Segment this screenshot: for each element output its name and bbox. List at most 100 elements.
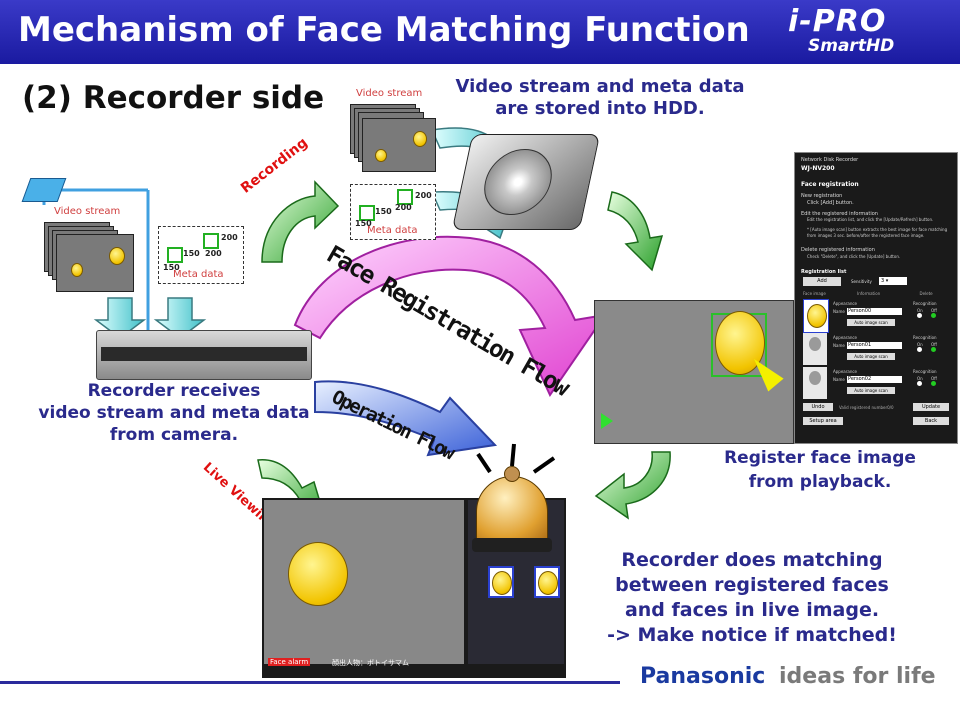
- update-button[interactable]: Update: [913, 403, 949, 411]
- entry-appearance: Appearance: [833, 301, 858, 306]
- recorder-caption-line: video stream and meta data: [38, 403, 310, 423]
- panel-delete-title: Delete registered information: [801, 247, 875, 253]
- smiley-face-icon: [71, 263, 83, 277]
- meta-value: 150: [375, 207, 392, 216]
- face-registration-arrow: [293, 235, 608, 398]
- smiley-face-icon: [375, 149, 387, 162]
- matching-caption: Recorder does matching between registere…: [574, 548, 930, 648]
- sensitivity-select[interactable]: 3 ▾: [879, 277, 907, 285]
- entry-appearance: Appearance: [833, 369, 858, 374]
- column-header: Face image: [803, 291, 826, 296]
- meta-value: 150: [183, 249, 200, 258]
- back-button[interactable]: Back: [913, 417, 949, 425]
- entry-off: Off: [931, 308, 937, 313]
- registration-entry: Appearance Name Person00 Auto image scan…: [803, 299, 953, 333]
- panel-edit-text: Edit the registration list, and click th…: [807, 217, 934, 222]
- person-silhouette-icon: [809, 337, 821, 351]
- footer-rule: [0, 681, 620, 684]
- meta-data-box-left: 200 200 150 150 Meta data: [158, 226, 244, 284]
- undo-button[interactable]: Undo: [803, 403, 833, 411]
- brand-ipro: i-PRO: [788, 4, 887, 39]
- register-caption-line: Register face image: [724, 448, 916, 468]
- entry-name-field[interactable]: Person02: [847, 376, 902, 383]
- add-button[interactable]: Add: [803, 277, 841, 286]
- meta-data-label-top: Meta data: [367, 225, 418, 236]
- meta-value: 200: [205, 249, 222, 258]
- face-detection-box: [711, 311, 767, 377]
- auto-image-scan-button[interactable]: Auto image scan: [847, 353, 895, 360]
- bell-ring-lines: [476, 443, 556, 474]
- down-arrow-hdd: [607, 191, 664, 272]
- footer-tagline: ideas for life: [779, 664, 936, 689]
- meta-value: 200: [221, 233, 238, 242]
- panel-window-title: Network Disk Recorder: [801, 157, 859, 163]
- recognition-on-radio[interactable]: [917, 347, 922, 352]
- entry-on: On: [917, 308, 923, 313]
- bell-base: [472, 538, 552, 552]
- entry-name-field[interactable]: Person00: [847, 308, 902, 315]
- auto-image-scan-button[interactable]: Auto image scan: [847, 319, 895, 326]
- recorder-front-panel: [101, 347, 307, 361]
- entry-off: Off: [931, 342, 937, 347]
- panel-columns: Face image Information Delete: [803, 291, 953, 297]
- person-silhouette-icon: [809, 371, 821, 385]
- recognition-on-radio[interactable]: [917, 381, 922, 386]
- matched-face-thumbnail: [488, 566, 514, 598]
- smiley-face-icon: [413, 131, 427, 147]
- meta-down-arrow: [153, 297, 207, 339]
- video-frame: [56, 234, 134, 292]
- face-thumbnail: [803, 333, 827, 365]
- meta-value: 150: [355, 219, 372, 228]
- meta-data-label-left: Meta data: [173, 269, 224, 280]
- smiley-face-icon: [288, 542, 348, 606]
- matching-caption-line: Recorder does matching: [621, 549, 883, 571]
- setup-area-button[interactable]: Setup area: [803, 417, 843, 425]
- operation-flow-arrow: [314, 380, 498, 457]
- smiley-face-icon: [492, 571, 512, 595]
- recognition-on-radio[interactable]: [917, 313, 922, 318]
- matching-caption-line: -> Make notice if matched!: [607, 624, 897, 646]
- stored-caption-line: Video stream and meta data: [455, 76, 745, 97]
- panasonic-logo: Panasonic: [640, 664, 766, 689]
- smiley-face-icon: [715, 311, 765, 375]
- recorder-caption-line: from camera.: [109, 425, 239, 445]
- matching-caption-line: between registered faces: [615, 574, 889, 596]
- video-stream-label-left: Video stream: [54, 206, 121, 217]
- recorder-device-icon: [96, 330, 312, 380]
- meta-data-box-top: 200 200 150 150 Meta data: [350, 184, 436, 240]
- page-title: Mechanism of Face Matching Function: [18, 10, 750, 50]
- register-caption: Register face image from playback.: [700, 446, 940, 494]
- recognition-off-radio[interactable]: [931, 381, 936, 386]
- panel-auto-scan-note: * [Auto image scan] button extracts the …: [807, 227, 948, 238]
- entry-name-label: Name: [833, 343, 845, 348]
- video-frame: [362, 118, 436, 172]
- column-header: Information: [857, 291, 881, 296]
- recorder-caption: Recorder receives video stream and meta …: [14, 380, 334, 446]
- smiley-face-icon: [538, 571, 558, 595]
- auto-image-scan-button[interactable]: Auto image scan: [847, 387, 895, 394]
- entry-appearance: Appearance: [833, 335, 858, 340]
- registered-count: Valid registered number0/0: [839, 405, 894, 410]
- video-stream-label-top: Video stream: [356, 88, 423, 99]
- play-icon[interactable]: [601, 413, 613, 429]
- recognition-off-radio[interactable]: [931, 313, 936, 318]
- entry-recognition: Recognition: [913, 369, 937, 374]
- face-thumbnail: [803, 299, 829, 333]
- sensitivity-value: 3: [881, 278, 885, 284]
- stored-caption: Video stream and meta data are stored in…: [430, 76, 770, 120]
- footer-brand: Panasonic ideas for life: [640, 664, 936, 689]
- matched-face-thumbnail: [534, 566, 560, 598]
- brand-smarthd: SmartHD: [808, 36, 895, 56]
- meta-value: 150: [163, 263, 180, 272]
- entry-recognition: Recognition: [913, 335, 937, 340]
- registration-entry: Appearance Name Person01 Auto image scan…: [803, 333, 953, 367]
- entry-recognition: Recognition: [913, 301, 937, 306]
- recognition-off-radio[interactable]: [931, 347, 936, 352]
- entry-name-field[interactable]: Person01: [847, 342, 902, 349]
- panel-heading: Face registration: [801, 181, 859, 188]
- entry-name-label: Name: [833, 377, 845, 382]
- stream-down-arrow: [93, 297, 147, 339]
- entry-name-label: Name: [833, 309, 845, 314]
- face-box-icon: [359, 205, 375, 221]
